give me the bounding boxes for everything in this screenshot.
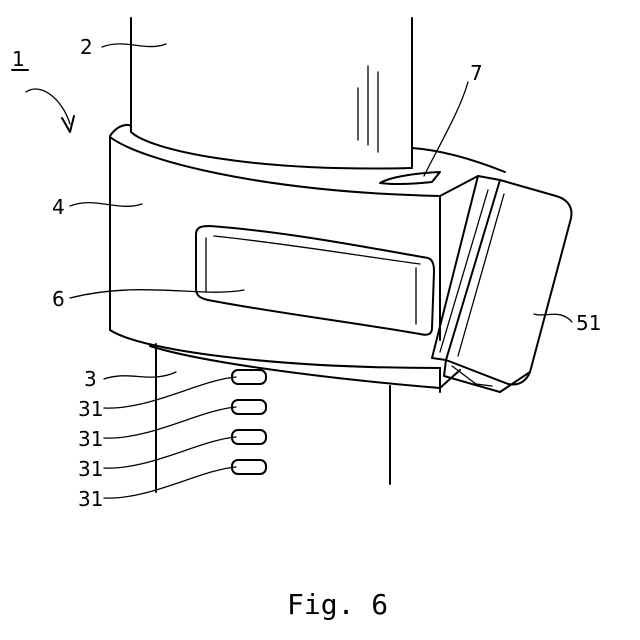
slot: [380, 172, 440, 184]
label-hole-1: 31: [78, 397, 103, 421]
clip: [432, 176, 571, 392]
label-window: 6: [52, 287, 65, 311]
label-housing: 4: [52, 195, 65, 219]
holes: [232, 370, 266, 474]
label-device: 1: [12, 47, 25, 71]
label-hole-4: 31: [78, 487, 103, 511]
window: [196, 226, 434, 335]
leader-lines: [26, 44, 572, 498]
upper-tube: [131, 18, 412, 168]
label-lower-tube: 3: [84, 367, 97, 391]
label-hole-3: 31: [78, 457, 103, 481]
label-hole-2: 31: [78, 427, 103, 451]
label-slot: 7: [470, 61, 483, 85]
figure-caption: Fig. 6: [287, 588, 388, 621]
label-upper-tube: 2: [80, 35, 93, 59]
label-clip: 51: [576, 311, 601, 335]
housing: [110, 125, 505, 392]
